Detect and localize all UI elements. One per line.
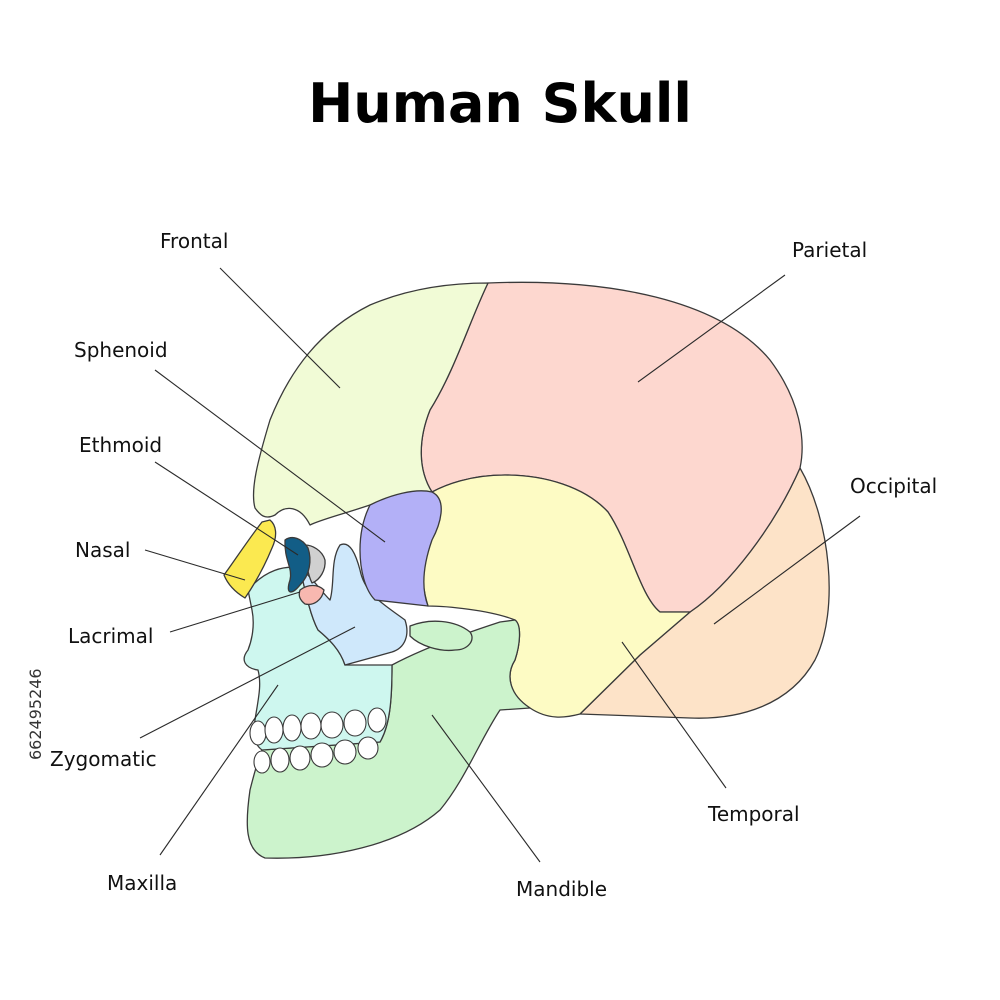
stock-image-id: 662495246 (26, 668, 45, 760)
sphenoid-bone (359, 490, 442, 607)
temporal-bone (421, 474, 691, 718)
leader-sphenoid (154, 369, 386, 543)
leader-occipital (713, 515, 861, 625)
label-zygomatic: Zygomatic (50, 747, 157, 771)
label-mandible: Mandible (516, 877, 607, 901)
label-parietal: Parietal (792, 238, 868, 262)
mandible-condyle (409, 620, 473, 652)
label-nasal: Nasal (75, 538, 131, 562)
leader-parietal (637, 274, 786, 383)
leader-mandible (431, 714, 541, 863)
leader-maxilla (159, 684, 279, 856)
label-maxilla: Maxilla (107, 871, 178, 895)
label-frontal: Frontal (160, 229, 229, 253)
label-sphenoid: Sphenoid (74, 338, 168, 362)
leader-nasal (144, 549, 246, 581)
leader-lacrimal (169, 591, 301, 633)
label-ethmoid: Ethmoid (79, 433, 163, 457)
leader-ethmoid (154, 461, 299, 556)
label-lacrimal: Lacrimal (68, 624, 154, 648)
label-occipital: Occipital (850, 474, 938, 498)
leader-frontal (219, 267, 341, 389)
leader-lines (139, 267, 861, 863)
teeth (249, 707, 387, 774)
frontal-bone (252, 282, 489, 526)
lacrimal-bone (298, 584, 325, 606)
diagram-title: Human Skull (308, 72, 692, 135)
leader-zygomatic (139, 626, 356, 739)
zygomatic-bone (299, 543, 408, 666)
label-temporal: Temporal (708, 802, 800, 826)
leader-temporal (621, 641, 727, 789)
nasal-bone (223, 519, 277, 599)
